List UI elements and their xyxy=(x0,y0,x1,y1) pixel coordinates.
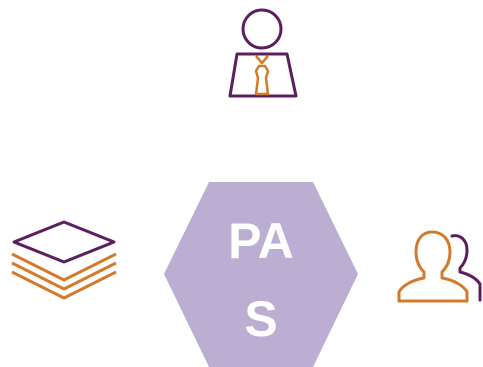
center-hexagon: PA S xyxy=(164,182,358,367)
stacked-layers-icon xyxy=(11,220,117,300)
person-with-tie-icon xyxy=(228,8,298,98)
two-people-icon xyxy=(397,230,482,303)
hexagon-label-line-2: S xyxy=(244,291,277,347)
hexagon-label-line-1: PA xyxy=(228,213,294,269)
